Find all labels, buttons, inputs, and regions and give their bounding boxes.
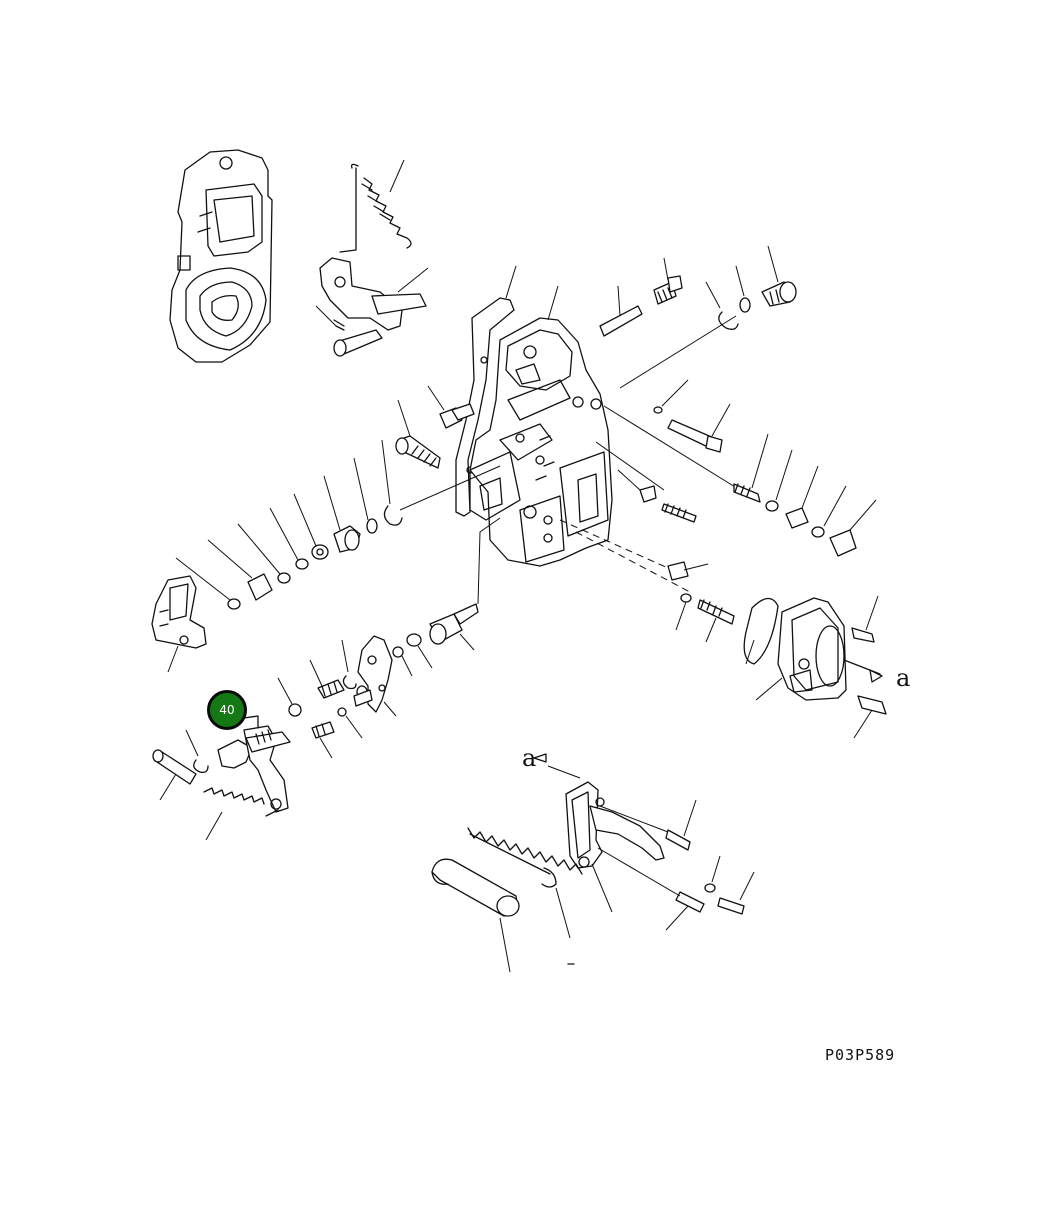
linkage-parts [277,517,501,759]
right-side-fasteners [559,379,877,643]
upper-spring-lever-group [315,159,429,357]
right-side-cover [743,595,887,739]
lower-right-bracket [533,753,755,931]
left-row-parts [175,385,501,610]
lower-spring-sleeve [431,827,583,973]
governor-housing [169,149,273,363]
top-right-small-parts [599,245,797,389]
callout-marker[interactable]: 40 [207,690,247,730]
lower-left-lever [152,715,291,841]
view-reference-label-right: a [896,664,911,692]
injection-pump-body [469,285,613,567]
stopper-bracket [151,575,207,673]
drawing-code: P03P589 [825,1046,896,1064]
view-reference-label-left: a [522,744,537,772]
